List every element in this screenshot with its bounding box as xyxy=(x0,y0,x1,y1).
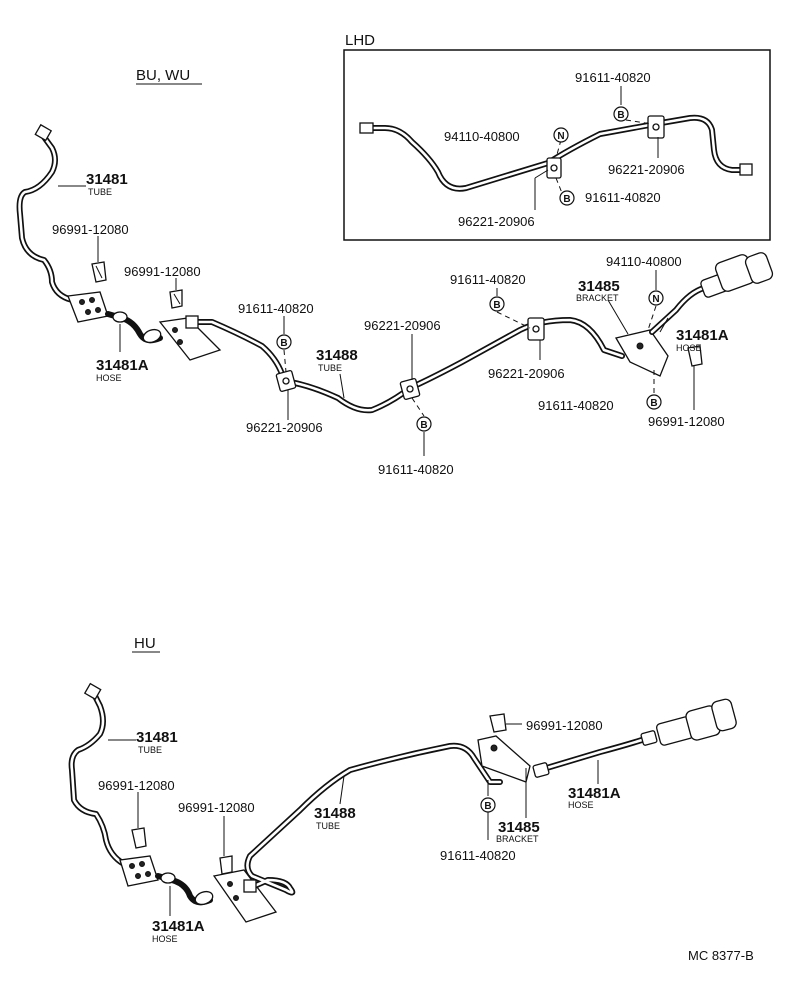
hu-clip-mid xyxy=(219,855,233,875)
lhd-clamp-right xyxy=(647,115,665,139)
bu-bolt-badge-1: B xyxy=(276,334,292,350)
svg-text:N: N xyxy=(652,294,659,305)
lhd-bolt-badge-bottom: B xyxy=(559,190,575,206)
bu-label-bolt-3: 91611-40820 xyxy=(450,272,526,287)
hu-label-clip-left: 96991-12080 xyxy=(98,778,175,793)
svg-text:B: B xyxy=(650,398,657,409)
bu-clamp-2 xyxy=(399,378,421,400)
bu-label-31481a-right: 31481A xyxy=(676,327,729,344)
bu-nut-badge: N xyxy=(648,290,664,306)
bu-bolt-badge-2: B xyxy=(416,416,432,432)
hu-clip-left xyxy=(131,827,147,849)
hu-slave-cylinder xyxy=(655,698,737,746)
bu-label-31488: 31488 xyxy=(316,347,358,364)
bu-clip-left xyxy=(91,261,107,283)
lhd-fitting-left xyxy=(359,122,374,134)
hu-caption-hose-right: HOSE xyxy=(568,800,594,810)
hu-bracket-plate-left xyxy=(119,855,159,887)
lhd-label-clamp-left: 96221-20906 xyxy=(458,214,535,229)
svg-text:B: B xyxy=(484,801,491,812)
svg-text:B: B xyxy=(617,110,624,121)
bu-label-clamp-1: 96221-20906 xyxy=(246,420,323,435)
hu-bracket-31485 xyxy=(477,735,531,783)
hu-label-bolt: 91611-40820 xyxy=(440,848,516,863)
hu-label-31488: 31488 xyxy=(314,805,356,822)
bu-clip-mid xyxy=(169,289,183,309)
lhd-bolt-badge-top: B xyxy=(613,106,629,122)
bu-label-nut: 94110-40800 xyxy=(606,254,682,269)
svg-text:N: N xyxy=(557,131,564,142)
bu-caption-tube-31481: TUBE xyxy=(88,187,112,197)
bu-label-bolt-4: 91611-40820 xyxy=(538,398,614,413)
figure-code: MC 8377-B xyxy=(688,948,754,963)
bu-bracket-plate-left xyxy=(67,291,109,323)
bu-caption-bracket: BRACKET xyxy=(576,293,619,303)
svg-text:B: B xyxy=(563,194,570,205)
hu-label-clip-right: 96991-12080 xyxy=(526,718,603,733)
lhd-label-nut: 94110-40800 xyxy=(444,129,520,144)
bu-label-clamp-3: 96221-20906 xyxy=(488,366,565,381)
bu-clip-right xyxy=(687,345,703,367)
lhd-nut-badge: N xyxy=(553,127,569,143)
bu-bolt-badge-3: B xyxy=(489,296,505,312)
hu-label-31481: 31481 xyxy=(136,729,178,746)
svg-text:B: B xyxy=(420,420,427,431)
hu-tube-31488 xyxy=(244,742,503,896)
bu-label-31485: 31485 xyxy=(578,278,620,295)
bu-wu-section: BU, WU xyxy=(16,67,774,477)
hu-title: HU xyxy=(134,635,156,652)
hu-label-clip-mid: 96991-12080 xyxy=(178,800,255,815)
hu-bolt-badge: B xyxy=(480,797,496,813)
bu-label-clip-right: 96991-12080 xyxy=(648,414,725,429)
lhd-clamp-left xyxy=(546,157,562,179)
bu-clamp-1 xyxy=(275,370,297,392)
bu-bolt-badge-4: B xyxy=(646,394,662,410)
hu-label-31485: 31485 xyxy=(498,819,540,836)
lhd-label-clamp-right: 96221-20906 xyxy=(608,162,685,177)
hu-caption-hose-left: HOSE xyxy=(152,934,178,944)
bu-label-bolt-1: 91611-40820 xyxy=(238,301,314,316)
bu-label-clamp-2: 96221-20906 xyxy=(364,318,441,333)
bu-tube-end-fitting xyxy=(34,123,53,142)
lhd-label-bolt-bottom: 91611-40820 xyxy=(585,190,661,205)
lhd-inset: LHD B N xyxy=(343,32,771,241)
bu-label-bolt-2: 91611-40820 xyxy=(378,462,454,477)
bu-tube-31488-fitting xyxy=(185,315,199,329)
bu-label-clip-mid: 96991-12080 xyxy=(124,264,201,279)
hu-clip-right xyxy=(489,713,507,733)
hu-tube-end-fitting xyxy=(83,682,102,701)
bu-label-31481a-left: 31481A xyxy=(96,357,149,374)
bu-tube-31481 xyxy=(16,134,75,303)
hu-label-31481a-left: 31481A xyxy=(152,918,205,935)
hu-caption-bracket: BRACKET xyxy=(496,834,539,844)
bu-bracket-31485 xyxy=(614,329,669,377)
bu-label-clip-left: 96991-12080 xyxy=(52,222,129,237)
bu-caption-tube-31488: TUBE xyxy=(318,363,342,373)
lhd-title: LHD xyxy=(345,32,375,49)
bu-label-31481: 31481 xyxy=(86,171,128,188)
bu-clamp-3 xyxy=(527,317,545,341)
bu-wu-title: BU, WU xyxy=(136,67,190,84)
bu-slave-cylinder xyxy=(700,252,774,298)
hu-tube-31488-fitting xyxy=(243,879,257,893)
hu-label-31481a-right: 31481A xyxy=(568,785,621,802)
lhd-fitting-right xyxy=(739,163,753,176)
bu-caption-hose-left: HOSE xyxy=(96,373,122,383)
lhd-label-bolt-top: 91611-40820 xyxy=(575,70,651,85)
hu-caption-tube-31481: TUBE xyxy=(138,745,162,755)
hu-section: HU xyxy=(68,635,737,944)
bu-caption-hose-right: HOSE xyxy=(676,343,702,353)
svg-text:B: B xyxy=(493,300,500,311)
hu-caption-tube-31488: TUBE xyxy=(316,821,340,831)
svg-text:B: B xyxy=(280,338,287,349)
